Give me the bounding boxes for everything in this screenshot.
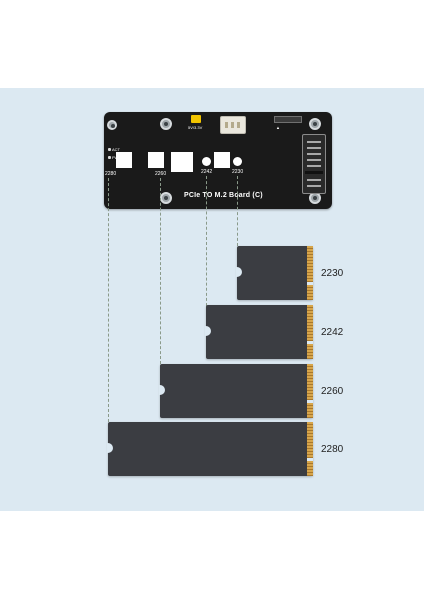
m2-card-2260 — [159, 364, 313, 418]
guide-line-2260 — [160, 178, 161, 364]
guide-line-2280 — [108, 178, 109, 422]
mounting-hole — [107, 120, 117, 130]
mounting-hole — [309, 192, 321, 204]
m2-slot — [302, 134, 326, 194]
m2-card-2230 — [236, 246, 313, 300]
mounting-hole — [160, 192, 172, 204]
act-led — [108, 148, 111, 151]
act-label: ACT — [112, 147, 120, 152]
size-label-2280: 2280 — [321, 444, 344, 455]
standoff-pad-2242 — [202, 157, 211, 166]
standoff-pad — [214, 152, 230, 168]
jumper-component — [191, 115, 201, 123]
size-label-2260: 2260 — [321, 386, 344, 397]
hole-label-2280: 2280 — [105, 171, 117, 177]
hole-label-2242: 2242 — [201, 169, 213, 175]
fpc-connector — [274, 116, 302, 123]
hole-label-2260: 2260 — [155, 171, 167, 177]
mounting-hole — [309, 118, 321, 130]
guide-line-2230 — [237, 176, 238, 246]
pcie-to-m2-board: ACT PWR 2280 2260 2242 2230 5V/3.3V ▲ — [104, 112, 332, 209]
connector-label: 5V/3.3V — [188, 125, 203, 130]
standoff-pad — [171, 152, 193, 172]
size-label-2230: 2230 — [321, 268, 344, 279]
standoff-pad-2260 — [148, 152, 164, 168]
guide-line-2242 — [206, 176, 207, 306]
m2-card-2242 — [205, 305, 313, 359]
fpc-arrow-icon: ▲ — [276, 125, 280, 130]
hole-label-2230: 2230 — [232, 169, 244, 175]
m2-card-2280 — [107, 422, 313, 476]
board-title: PCIe TO M.2 Board (C) — [184, 192, 263, 199]
standoff-pad-2280 — [116, 152, 132, 168]
size-label-2242: 2242 — [321, 327, 344, 338]
power-connector — [220, 116, 246, 134]
mounting-hole — [160, 118, 172, 130]
standoff-pad-2230 — [233, 157, 242, 166]
pwr-led — [108, 156, 111, 159]
